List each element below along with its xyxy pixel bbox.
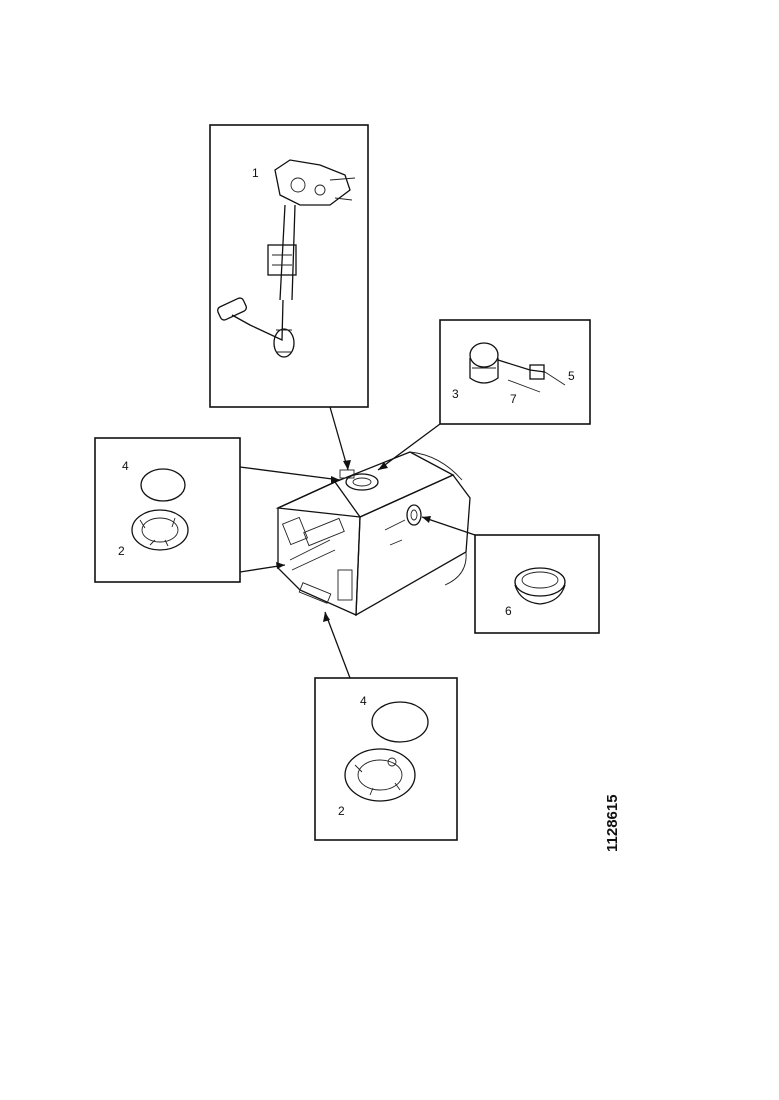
bottom-ring-nut-detail-box (314, 677, 458, 841)
gasket-bottom (371, 701, 429, 743)
sender-unit-detail-box (209, 124, 369, 408)
callout-valve-part-b: 5 (568, 369, 575, 383)
callout-gasket-left: 4 (122, 459, 129, 473)
callout-valve-part-a: 7 (510, 392, 517, 406)
callout-valve-body: 3 (452, 387, 459, 401)
left-ring-nut-detail-box (94, 437, 241, 583)
cap-detail-box (474, 534, 600, 634)
valve-detail-box (439, 319, 591, 425)
ring-nut-left (131, 509, 189, 551)
callout-sender-unit: 1 (252, 166, 259, 180)
callout-gasket-bottom: 4 (360, 694, 367, 708)
callout-ring-nut-left: 2 (118, 544, 125, 558)
leader-lines (239, 406, 476, 679)
cap (514, 567, 566, 597)
gasket-left (140, 468, 186, 502)
ring-nut-bottom (344, 748, 416, 802)
figure-number: 1128615 (604, 794, 621, 852)
callout-cap: 6 (505, 604, 512, 618)
fuel-tank (275, 451, 471, 617)
callout-ring-nut-bottom: 2 (338, 804, 345, 818)
valve-body (469, 342, 499, 368)
